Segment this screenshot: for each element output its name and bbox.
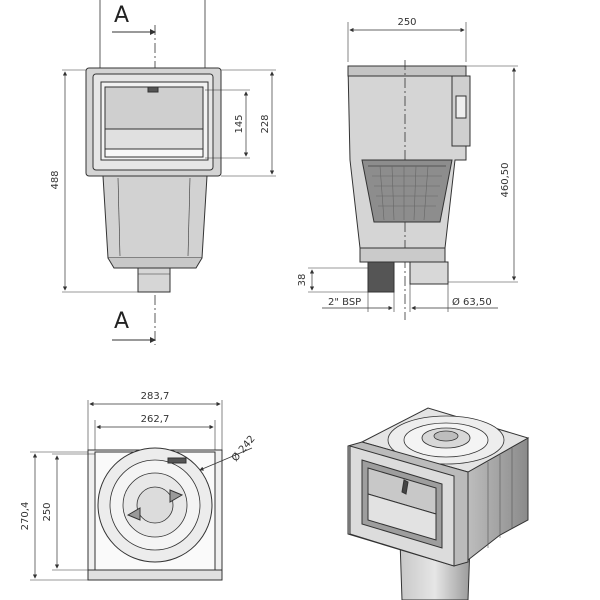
dim-label-2837: 283,7 xyxy=(141,391,170,402)
dim-label-38: 38 xyxy=(297,274,308,287)
dim-label-top-250: 250 xyxy=(42,502,53,521)
top-view xyxy=(30,400,253,581)
side-view xyxy=(308,22,518,320)
dim-label-145: 145 xyxy=(234,114,245,133)
dim-label-242: Ø 242 xyxy=(229,433,258,464)
side-outlet-thread xyxy=(367,261,395,293)
side-outlet-pipe xyxy=(409,261,449,285)
front-outlet-pipe xyxy=(137,267,171,293)
front-lower-body xyxy=(102,175,208,259)
dim-label-2627: 262,7 xyxy=(141,414,170,425)
isometric-view xyxy=(347,407,530,600)
dim-label-250: 250 xyxy=(397,17,416,28)
dim-label-2704: 270,4 xyxy=(20,502,31,531)
dim-line-242 xyxy=(199,447,253,471)
dim-label-6350: Ø 63,50 xyxy=(452,296,492,308)
dim-label-46050: 460,50 xyxy=(500,163,511,198)
side-basket xyxy=(361,159,453,223)
dim-label-bsp: 2" BSP xyxy=(328,297,361,308)
section-label-top: A xyxy=(114,3,129,28)
dim-label-488: 488 xyxy=(50,170,61,189)
dim-label-228: 228 xyxy=(260,114,271,133)
section-label-bottom: A xyxy=(114,309,129,334)
front-view xyxy=(62,0,276,345)
